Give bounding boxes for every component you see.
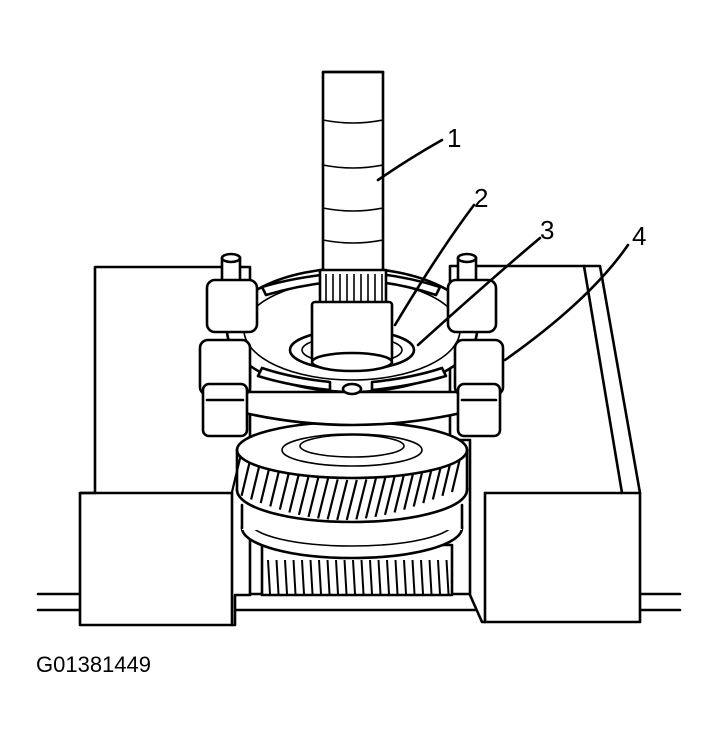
callout-3: 3 [540, 215, 554, 245]
leader-line-4 [503, 243, 630, 362]
leader-line-1 [376, 138, 444, 182]
callout-1: 1 [447, 123, 461, 153]
leader-line-2 [393, 203, 476, 327]
gear-stack [230, 420, 469, 597]
leader-lines [376, 138, 630, 362]
press-shaft [310, 70, 394, 373]
puller-bolts [198, 252, 505, 438]
leader-line-3 [416, 236, 542, 347]
figure-id: G01381449 [36, 652, 151, 677]
callout-4: 4 [632, 221, 646, 251]
callout-2: 2 [474, 183, 488, 213]
